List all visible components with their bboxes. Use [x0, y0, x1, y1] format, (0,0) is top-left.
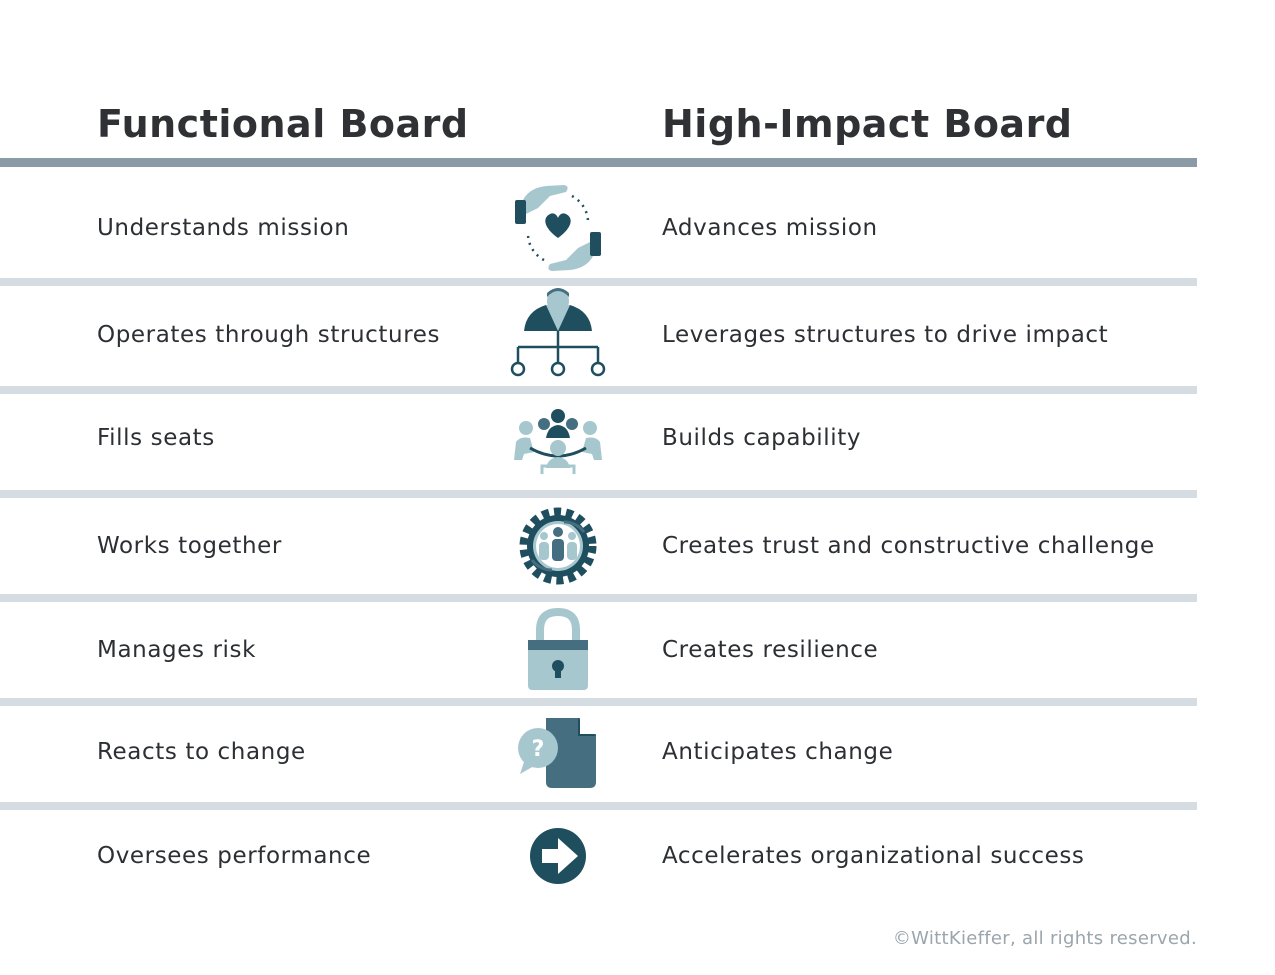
header-rule: [0, 158, 1197, 167]
org-structure-icon: [506, 285, 610, 385]
functional-board-heading: Functional Board: [97, 102, 469, 146]
high-impact-trait: Creates trust and constructive challenge: [662, 533, 1155, 559]
comparison-row: Operates through structures Leverages st…: [0, 283, 1275, 387]
comparison-row: Oversees performance Accelerates organiz…: [0, 804, 1275, 908]
comparison-row: Fills seats Builds capability: [0, 386, 1275, 490]
comparison-row: Works together Creates trust and constru…: [0, 494, 1275, 598]
high-impact-trait: Leverages structures to drive impact: [662, 322, 1109, 348]
high-impact-trait: Accelerates organizational success: [662, 843, 1085, 869]
functional-trait: Operates through structures: [97, 322, 441, 348]
comparison-row: Understands mission Advances mission: [0, 176, 1275, 280]
functional-trait: Works together: [97, 533, 282, 559]
row-divider: [0, 594, 1197, 602]
comparison-row: Manages risk Creates resilience: [0, 598, 1275, 702]
comparison-row: Reacts to change ? Anticipates change: [0, 700, 1275, 804]
high-impact-board-heading: High-Impact Board: [662, 102, 1073, 146]
functional-trait: Manages risk: [97, 637, 257, 663]
functional-trait: Reacts to change: [97, 739, 306, 765]
copyright-notice: ©WittKieffer, all rights reserved.: [892, 928, 1197, 949]
arrow-circle-icon: [506, 806, 610, 906]
row-divider: [0, 386, 1197, 394]
hands-heart-icon: [506, 178, 610, 278]
row-divider: [0, 802, 1197, 810]
high-impact-trait: Anticipates change: [662, 739, 894, 765]
high-impact-trait: Builds capability: [662, 425, 862, 451]
functional-trait: Oversees performance: [97, 843, 372, 869]
svg-text:?: ?: [532, 737, 545, 762]
row-divider: [0, 490, 1197, 498]
row-divider: [0, 698, 1197, 706]
high-impact-trait: Advances mission: [662, 215, 878, 241]
row-divider: [0, 278, 1197, 286]
team-gear-icon: [506, 496, 610, 596]
high-impact-trait: Creates resilience: [662, 637, 879, 663]
functional-trait: Fills seats: [97, 425, 215, 451]
functional-trait: Understands mission: [97, 215, 350, 241]
padlock-icon: [506, 600, 610, 700]
question-document-icon: ?: [506, 702, 610, 802]
meeting-table-icon: [506, 388, 610, 488]
